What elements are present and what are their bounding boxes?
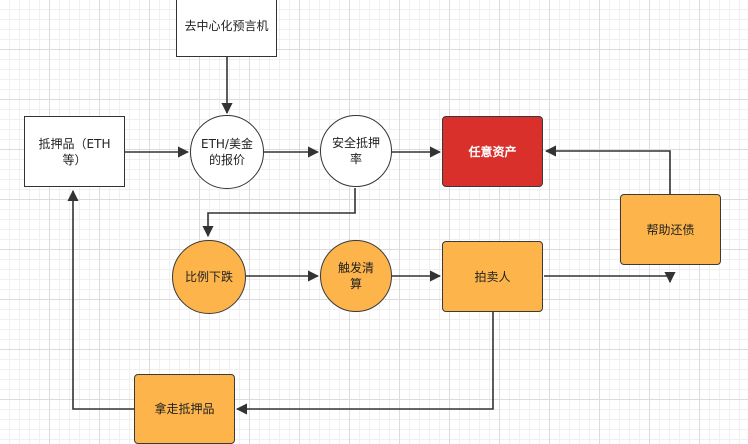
trigger-liquidation-node: 触发清算 xyxy=(320,240,392,312)
arrow-auctioneer-to-repay xyxy=(544,271,676,284)
oracle-node: 去中心化预言机 xyxy=(176,0,277,57)
ratio-drop-node: 比例下跌 xyxy=(172,240,246,314)
safe-ratio-node: 安全抵押率 xyxy=(320,115,392,187)
oracle-node-label: 去中心化预言机 xyxy=(184,18,269,33)
arrow-take-to-collateral xyxy=(67,189,134,410)
collateral-node: 抵押品（ETH等） xyxy=(24,116,125,187)
help-repay-node-label: 帮助还债 xyxy=(646,222,695,237)
arrow-auctioneer-to-take xyxy=(235,312,494,415)
collateral-node-label: 抵押品（ETH等） xyxy=(38,136,111,167)
any-asset-node-label: 任意资产 xyxy=(468,144,517,159)
auctioneer-node-label: 拍卖人 xyxy=(474,269,511,284)
ratio-drop-node-label: 比例下跌 xyxy=(185,270,234,284)
safe-ratio-node-label: 安全抵押率 xyxy=(331,136,380,166)
connector-layer xyxy=(67,57,676,415)
any-asset-node: 任意资产 xyxy=(442,116,543,187)
arrow-repay-to-asset xyxy=(544,145,671,194)
price-quote-node-label: ETH/美金的报价 xyxy=(201,137,253,167)
price-quote-node: ETH/美金的报价 xyxy=(190,115,264,189)
take-collateral-node: 拿走抵押品 xyxy=(134,374,235,444)
take-collateral-node-label: 拿走抵押品 xyxy=(154,402,215,416)
arrow-ratio-to-drop xyxy=(202,188,356,238)
help-repay-node: 帮助还债 xyxy=(620,194,721,265)
trigger-liquidation-node-label: 触发清算 xyxy=(337,261,374,291)
auctioneer-node: 拍卖人 xyxy=(442,241,543,312)
